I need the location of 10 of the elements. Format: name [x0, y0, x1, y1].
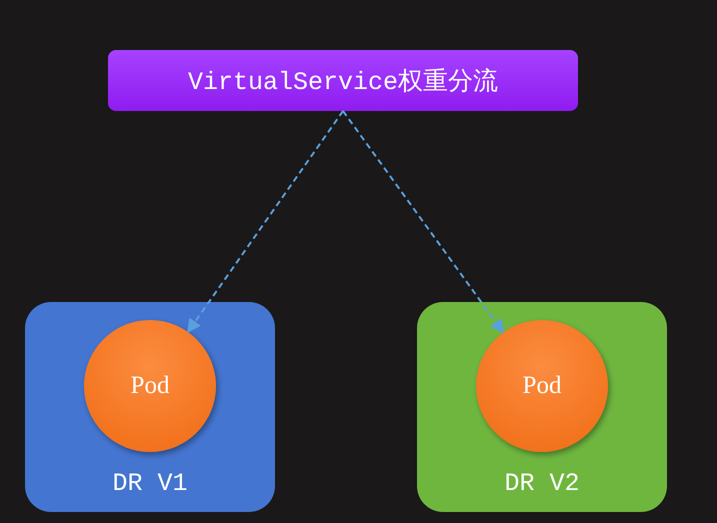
- node-label: VirtualService权重分流: [188, 66, 498, 97]
- node-label: Pod: [130, 372, 170, 400]
- service-banner: [108, 50, 578, 111]
- dashed-arrow: [187, 110, 344, 334]
- node-label: Pod: [522, 372, 562, 400]
- dashed-arrow: [342, 110, 504, 334]
- node-label: DR V1: [112, 469, 188, 498]
- node-label: DR V2: [504, 469, 580, 498]
- version-panel: [417, 302, 667, 512]
- version-panel: [25, 302, 275, 512]
